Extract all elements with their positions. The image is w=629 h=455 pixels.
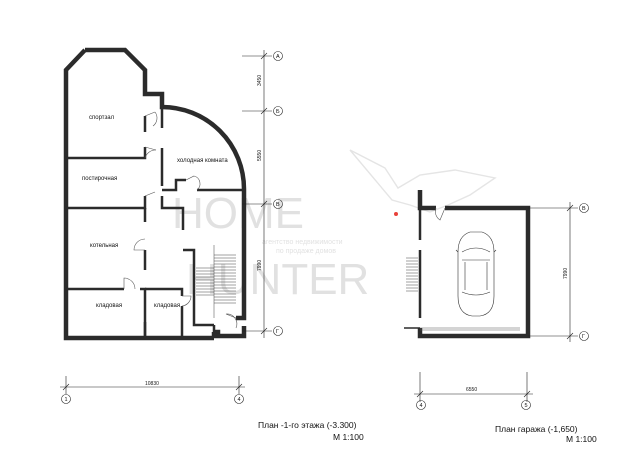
dim-w2: 6550 [466,387,477,393]
plan1-title: План -1-го этажа (-3.300) [258,420,357,430]
plan1-scale: М 1:100 [333,432,364,442]
plan2-title: План гаража (-1,650) [495,424,578,434]
watermark-tagline1: агентство недвижимости [262,239,343,246]
room-label-kholodnaya: холодная комната [177,158,228,164]
axis-label-5: 5 [525,403,528,409]
plan1-doors [123,111,238,329]
room-label-kladovaya-2: кладовая [154,303,180,309]
plan2-scale: М 1:100 [566,434,597,444]
dim-garage-vg: 7990 [563,268,569,279]
dim-w1: 10830 [145,381,159,387]
axis-label-4a: 4 [238,397,241,403]
axis-label-g1: Г [276,329,279,335]
room-label-kotelnaya: котельная [90,243,118,249]
plan2-stairs [406,257,418,292]
axis-label-a: А [276,54,280,60]
axis-label-v2: В [582,206,586,212]
plan1-axes [60,50,283,404]
watermark-bird-icon [349,149,497,213]
watermark: HOME HUNTER агентство недвижимости по пр… [172,149,497,304]
axis-label-4b: 4 [420,403,423,409]
dim-vg: 7990 [257,260,263,271]
dim-bv: 5550 [257,150,263,161]
axis-label-1: 1 [65,397,68,403]
dim-ab: 3450 [257,75,263,86]
room-label-sportzal: спортзал [89,115,115,121]
room-label-kladovaya-1: кладовая [96,303,122,309]
watermark-line1: HOME [172,189,304,238]
plan1-walls [63,47,247,341]
axis-label-b: Б [276,109,280,115]
location-marker [394,212,398,216]
axis-label-v1: В [276,202,280,208]
room-label-postirochnaya: постирочная [82,176,117,182]
axis-label-g2: Г [582,334,585,340]
watermark-line2: HUNTER [186,255,369,304]
car-icon [455,231,497,317]
plan1-stairs [196,245,236,318]
plan2-axes [414,202,589,410]
plan2-doors [420,207,520,331]
watermark-tagline2: по продаже домов [276,248,336,255]
